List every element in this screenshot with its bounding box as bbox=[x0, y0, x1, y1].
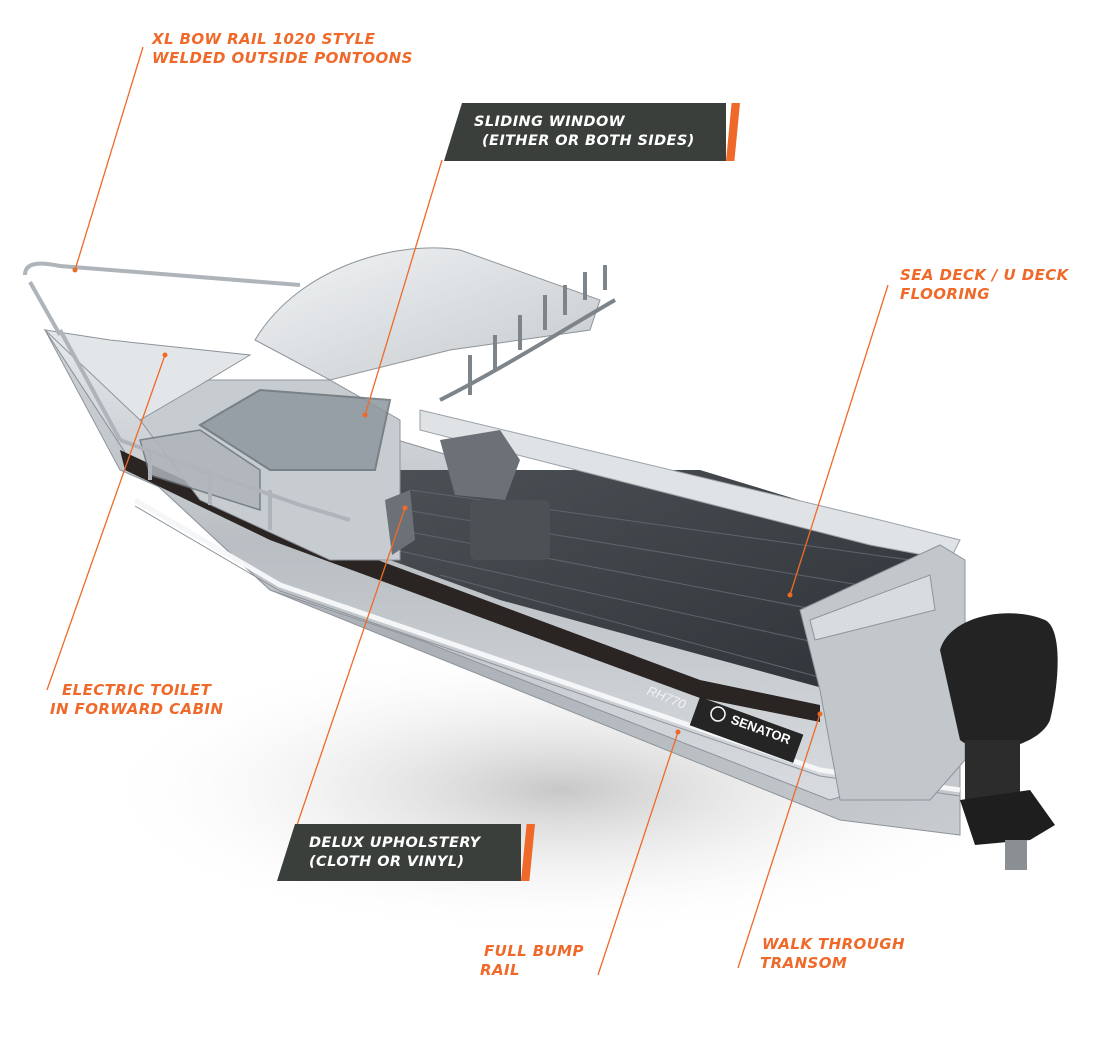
outboard-motor bbox=[940, 613, 1058, 870]
callout-sliding-window-line1: SLIDING WINDOW bbox=[474, 114, 626, 130]
callout-bump-rail: FULL BUMP RAIL bbox=[480, 942, 584, 980]
callout-sea-deck-line2: FLOORING bbox=[900, 285, 990, 303]
callout-transom-line2: TRANSOM bbox=[760, 954, 848, 972]
windscreen bbox=[198, 388, 392, 471]
callout-electric-toilet-line1: ELECTRIC TOILET bbox=[62, 681, 212, 699]
callout-bump-rail-line1: FULL BUMP bbox=[484, 942, 584, 960]
bow-rail bbox=[23, 261, 351, 530]
callout-transom-line1: WALK THROUGH bbox=[762, 935, 905, 953]
callout-upholstery-line1: DELUX UPHOLSTERY bbox=[309, 835, 481, 851]
callout-sliding-window: SLIDING WINDOW (EITHER OR BOTH SIDES) bbox=[444, 103, 740, 161]
callout-transom: WALK THROUGH TRANSOM bbox=[760, 935, 905, 973]
rod-holders bbox=[439, 265, 616, 402]
callout-sea-deck-line1: SEA DECK / U DECK bbox=[900, 266, 1069, 284]
fore-deck bbox=[43, 329, 252, 421]
hull-stripe bbox=[120, 450, 820, 722]
hard-top bbox=[254, 247, 601, 381]
callout-bow-rail-line1: XL BOW RAIL 1020 STYLE bbox=[152, 30, 376, 48]
callout-upholstery-line2: (CLOTH OR VINYL) bbox=[309, 854, 465, 870]
callout-upholstery: DELUX UPHOLSTERY (CLOTH OR VINYL) bbox=[277, 824, 535, 881]
leader-dots bbox=[72, 267, 823, 735]
callout-sea-deck: SEA DECK / U DECK FLOORING bbox=[900, 266, 1069, 304]
callout-sliding-window-line2: (EITHER OR BOTH SIDES) bbox=[482, 133, 695, 149]
brand-logo-icon bbox=[710, 706, 726, 722]
leader-lines bbox=[46, 46, 889, 976]
callout-bump-rail-line2: RAIL bbox=[480, 961, 520, 979]
callout-bow-rail: XL BOW RAIL 1020 STYLE WELDED OUTSIDE PO… bbox=[152, 30, 413, 68]
callout-electric-toilet: ELECTRIC TOILET IN FORWARD CABIN bbox=[50, 681, 223, 719]
callout-bow-rail-line2: WELDED OUTSIDE PONTOONS bbox=[152, 49, 413, 67]
callout-electric-toilet-line2: IN FORWARD CABIN bbox=[50, 700, 224, 718]
